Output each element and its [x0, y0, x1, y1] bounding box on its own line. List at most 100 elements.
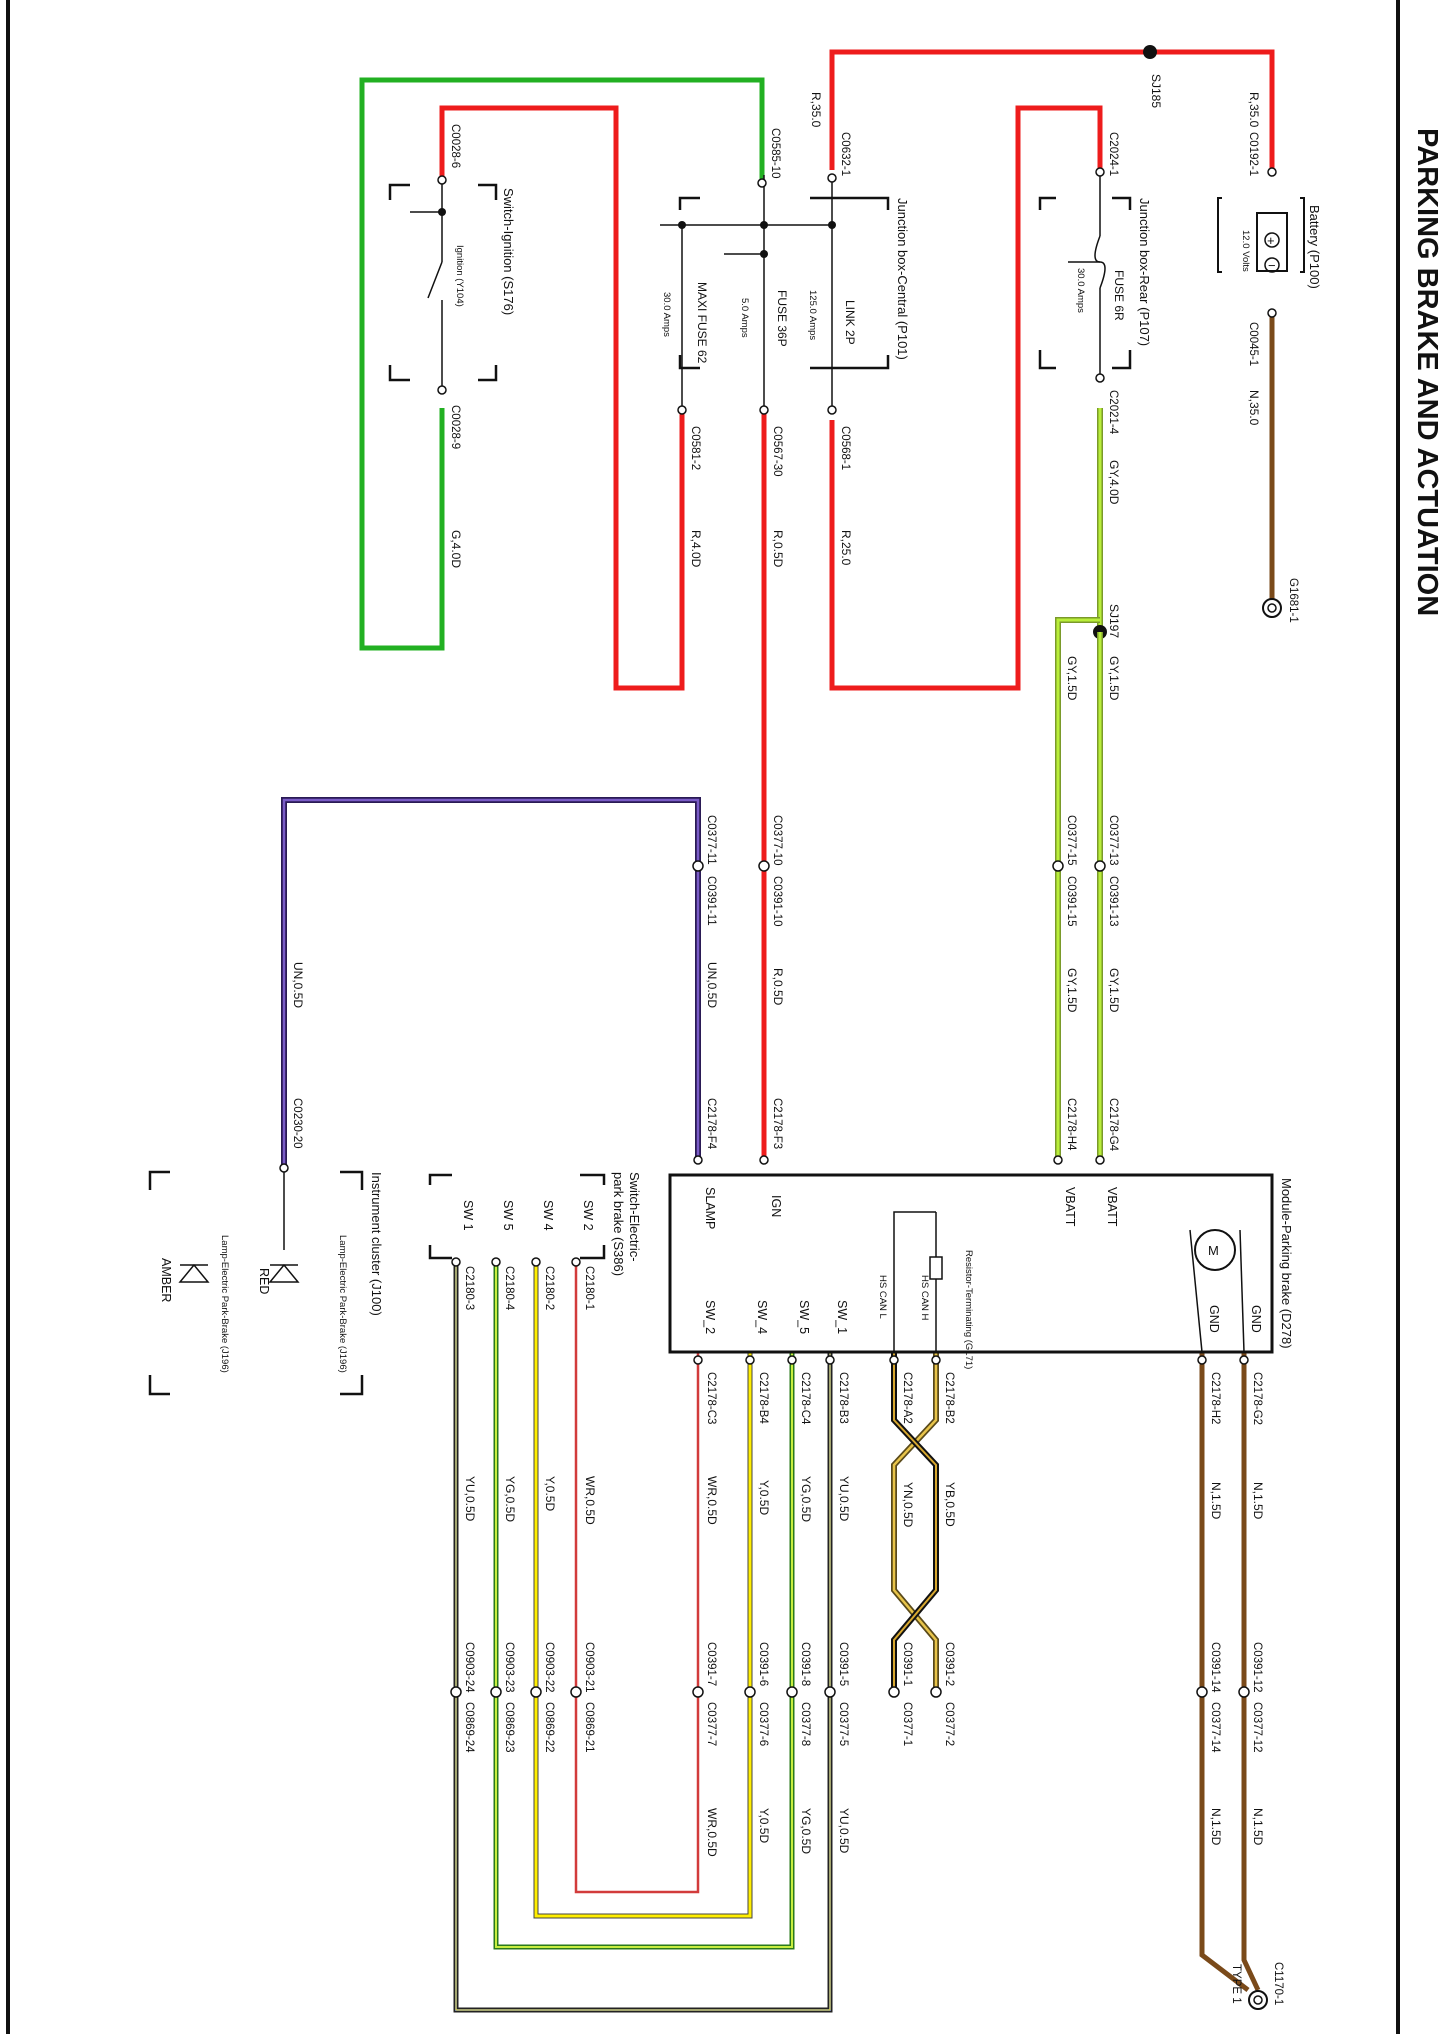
label-c0028-9: C0028-9: [449, 405, 461, 449]
label-c2178-b3: C2178-B3: [837, 1372, 849, 1424]
lamp-red-symbol: [268, 1263, 300, 1283]
connector: [437, 175, 447, 185]
label-c0391-2: C0391-2: [943, 1642, 955, 1686]
label-c0391-14: C0391-14: [1209, 1642, 1221, 1693]
connector: [759, 1155, 769, 1165]
maxi-fuse-62-rating: 30.0 Amps: [661, 292, 672, 337]
wire-yu05: [453, 1262, 833, 2013]
pin-hs-can-l: HS CAN L: [877, 1275, 888, 1319]
fuse-36p-label: FUSE 36P: [775, 290, 789, 347]
label-gy15d: GY,1.5D: [1065, 968, 1079, 1013]
label-c0632-1: C0632-1: [839, 132, 851, 176]
label-c0377-6: C0377-6: [757, 1702, 769, 1746]
label-c2178-h2: C2178-H2: [1209, 1372, 1221, 1424]
label-c0903-24: C0903-24: [463, 1642, 475, 1693]
label-c2178-c4: C2178-C4: [799, 1372, 811, 1425]
pin-sw1: SW_1: [835, 1300, 849, 1334]
parking-brake-module: M Module-Parking brake (D278) VBATT VBAT…: [668, 1173, 1294, 1369]
terminating-resistor: [929, 1256, 943, 1280]
connector: [1095, 1155, 1105, 1165]
connector: [570, 1686, 582, 1698]
battery-symbol: [1256, 212, 1288, 272]
label-gy15a: GY,1.5D: [1107, 656, 1121, 701]
label-y05a: Y,0.5D: [757, 1480, 771, 1515]
epb-pin-sw2: SW 2: [581, 1200, 595, 1231]
label-c0869-21: C0869-21: [583, 1702, 595, 1753]
label-c0567-30: C0567-30: [771, 426, 783, 477]
pin-sw2: SW_2: [703, 1300, 717, 1334]
label-c0391-15: C0391-15: [1065, 876, 1077, 927]
connector: [490, 1686, 502, 1698]
label-un05b: UN,0.5D: [291, 962, 305, 1008]
pin-sw4: SW_4: [755, 1300, 769, 1334]
battery-voltage: 12.0 Volts: [1240, 230, 1251, 272]
label-gy40: GY,4.0D: [1107, 460, 1121, 505]
jb-central-name: Junction box-Central (P101): [895, 198, 910, 360]
label-c0391-10: C0391-10: [771, 876, 783, 927]
label-yn05: YN,0.5D: [901, 1482, 915, 1528]
pin-gnd-2: GND: [1207, 1305, 1221, 1333]
label-c0377-1: C0377-1: [901, 1702, 913, 1746]
maxi-fuse-62-label: MAXI FUSE 62: [695, 282, 709, 364]
label-c0391-8: C0391-8: [799, 1642, 811, 1686]
label-c0869-22: C0869-22: [543, 1702, 555, 1753]
label-wr05b: WR,0.5D: [705, 1808, 719, 1857]
connector: [930, 1686, 942, 1698]
connector: [491, 1257, 501, 1267]
label-c2180-1: C2180-1: [583, 1266, 595, 1310]
wires: [281, 45, 1275, 2013]
wire-labels: R,35.0 SJ185 R,35.0 C0192-1 C0045-1 N,35…: [291, 74, 1299, 2005]
label-c2178-h4: C2178-H4: [1065, 1098, 1077, 1151]
label-sj197: SJ197: [1107, 604, 1121, 638]
label-wr05a: WR,0.5D: [705, 1476, 719, 1525]
pin-sw5: SW_5: [797, 1300, 811, 1334]
connector: [786, 1686, 798, 1698]
link-2p-label: LINK 2P: [843, 300, 857, 345]
splice-sj185: [1143, 45, 1157, 59]
label-c0377-5: C0377-5: [837, 1702, 849, 1746]
label-c0903-21: C0903-21: [583, 1642, 595, 1693]
connector: [571, 1257, 581, 1267]
label-type1: TYPE 1: [1230, 1964, 1242, 2004]
label-c2180-3: C2180-3: [463, 1266, 475, 1310]
label-r40: R,4.0D: [689, 530, 703, 568]
label-c0192-1: C0192-1: [1247, 132, 1259, 176]
label-c0391-13: C0391-13: [1107, 876, 1119, 927]
connector: [1267, 308, 1277, 318]
label-gy15b: GY,1.5D: [1065, 656, 1079, 701]
label-c0391-11: C0391-11: [705, 876, 717, 926]
connector: [1095, 167, 1105, 177]
label-c0377-14: C0377-14: [1209, 1702, 1221, 1753]
connector-glyphs: [279, 167, 1277, 1698]
fuse-36p-rating: 5.0 Amps: [739, 298, 750, 338]
ignition-sub: Ignition (Y104): [454, 245, 465, 307]
ignition-name: Switch-Ignition (S176): [501, 188, 516, 315]
connector: [531, 1257, 541, 1267]
lamp-amber-symbol: [178, 1263, 210, 1283]
label-c0377-12: C0377-12: [1251, 1702, 1263, 1753]
label-r350-right: R,35.0: [1247, 92, 1261, 128]
label-c0045-1: C0045-1: [1247, 322, 1259, 366]
label-c2180-2: C2180-2: [543, 1266, 555, 1310]
battery-minus-sign: −: [1268, 258, 1276, 273]
connector: [889, 1355, 899, 1365]
battery: + − Battery (P100) 12.0 Volts: [1217, 197, 1322, 289]
pin-ign: IGN: [769, 1195, 783, 1217]
connector: [530, 1686, 542, 1698]
connector: [693, 1355, 703, 1365]
battery-plus-sign: +: [1267, 233, 1275, 248]
label-c0903-23: C0903-23: [503, 1642, 515, 1693]
connector: [1267, 167, 1277, 177]
label-y05b: Y,0.5D: [757, 1808, 771, 1843]
connector: [1053, 1155, 1063, 1165]
label-n15b: N,1.5D: [1209, 1482, 1223, 1520]
label-c0377-11: C0377-11: [705, 815, 717, 865]
lamp-amber-color: AMBER: [159, 1258, 173, 1302]
module-box: [668, 1173, 1274, 1354]
connector: [745, 1355, 755, 1365]
module-name: Module-Parking brake (D278): [1279, 1178, 1294, 1349]
connector: [1094, 860, 1106, 872]
label-c0391-12: C0391-12: [1251, 1642, 1263, 1693]
epb-switch-name-1: Switch-Electric-: [627, 1172, 642, 1262]
label-c0391-5: C0391-5: [837, 1642, 849, 1686]
